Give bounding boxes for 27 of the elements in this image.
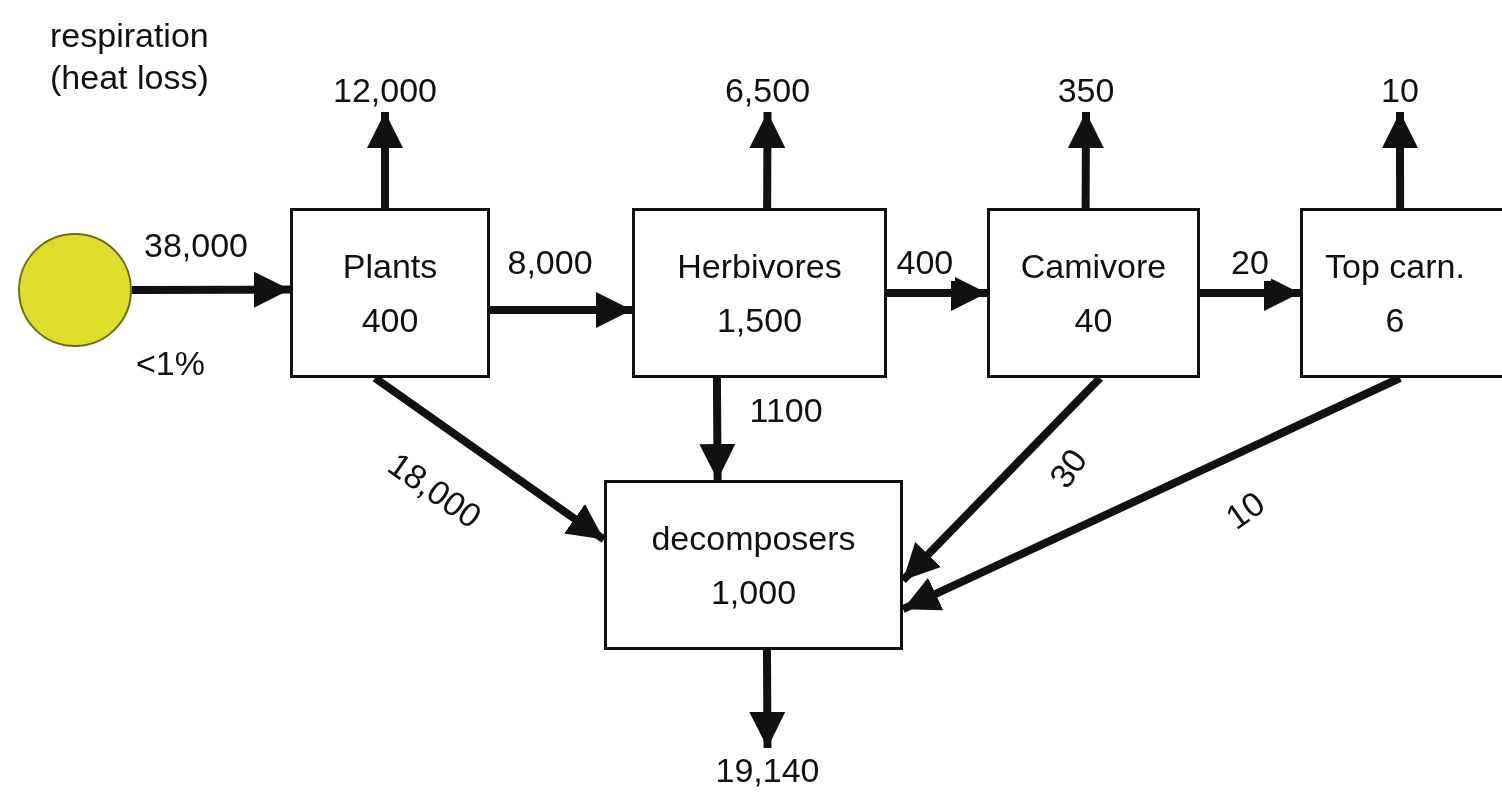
arrow: [699, 377, 736, 481]
respiration-label: respiration (heat loss): [50, 15, 210, 98]
arrow: [887, 275, 987, 311]
energy-value: 19,140: [705, 748, 830, 792]
level-value: 40: [1074, 300, 1113, 341]
level-name: Plants: [342, 246, 438, 287]
level-value: 400: [361, 300, 419, 341]
level-name: Herbivores: [677, 246, 842, 287]
level-name: Camivore: [1020, 246, 1167, 287]
level-value: 6: [1385, 300, 1405, 341]
trophic-level-box: [632, 208, 887, 378]
level-name: decomposers: [651, 518, 856, 559]
arrow: [749, 650, 786, 749]
trophic-level-box: [987, 208, 1200, 378]
energy-value: 12,000: [325, 68, 445, 112]
trophic-level-box: [1300, 208, 1502, 378]
trophic-level-box: [290, 208, 490, 378]
level-name: Top carn.: [1325, 246, 1465, 287]
level-value: 1,500: [716, 300, 803, 341]
efficiency-label: <1%: [136, 343, 205, 384]
trophic-level-box: [604, 480, 903, 650]
energy-value: 350: [1055, 68, 1117, 112]
energy-value: 6,500: [710, 68, 825, 112]
energy-value: 10: [1375, 68, 1425, 112]
arrow: [132, 271, 290, 308]
arrow: [490, 292, 632, 328]
level-value: 1,000: [710, 572, 797, 613]
